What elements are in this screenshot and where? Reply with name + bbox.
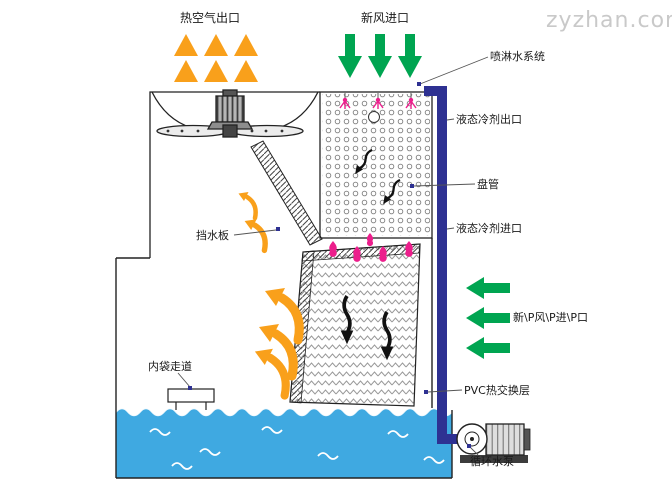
airflow-arrows bbox=[239, 192, 300, 396]
label-coil: 盘管 bbox=[477, 178, 499, 191]
label-fresh-air-inlet-side: 新\P风\P进\P口 bbox=[513, 311, 589, 324]
leader-dots bbox=[188, 82, 471, 448]
label-spray-water-system: 喷淋水系统 bbox=[490, 50, 545, 63]
water-baffle-plate bbox=[250, 140, 323, 246]
hot-air-arrows bbox=[174, 34, 258, 82]
up-arrow-icon bbox=[174, 34, 198, 56]
water-drop-icon bbox=[405, 240, 413, 257]
label-hot-air-outlet: 热空气出口 bbox=[179, 11, 241, 25]
fan-hub bbox=[222, 124, 238, 138]
fresh-air-side-arrows bbox=[466, 277, 510, 359]
curved-up-arrow-icon bbox=[239, 192, 256, 218]
tower-walls bbox=[115, 238, 453, 479]
up-arrow-icon bbox=[234, 60, 258, 82]
label-inner-walkway: 内袋走道 bbox=[148, 360, 192, 373]
left-arrow-icon bbox=[466, 277, 484, 299]
circulation-pipe bbox=[424, 86, 465, 444]
down-arrow-icon bbox=[398, 56, 422, 78]
fan-motor bbox=[215, 95, 245, 123]
sprinkler-icon bbox=[372, 93, 384, 109]
up-arrow-icon bbox=[174, 60, 198, 82]
pump-endcap bbox=[523, 428, 531, 451]
water-ripples bbox=[149, 426, 445, 470]
water-basin bbox=[116, 408, 452, 478]
heat-exchange-fill bbox=[289, 243, 421, 407]
sprinkler-icon bbox=[339, 93, 351, 109]
label-liquid-refrigerant-outlet: 液态冷剂出口 bbox=[456, 113, 522, 126]
label-liquid-refrigerant-inlet: 液态冷剂进口 bbox=[456, 222, 522, 235]
label-water-baffle: 挡水板 bbox=[196, 229, 229, 242]
circulating-pump bbox=[456, 423, 531, 463]
up-arrow-icon bbox=[204, 60, 228, 82]
label-pvc-heat-exchange-layer: PVC热交换层 bbox=[464, 384, 530, 397]
water-crest-line bbox=[115, 407, 453, 417]
up-arrow-icon bbox=[204, 34, 228, 56]
coil-section bbox=[319, 91, 433, 239]
label-fresh-air-inlet-top: 新风进口 bbox=[360, 11, 410, 25]
sprinkler-icon bbox=[405, 93, 417, 109]
curved-up-arrow-icon bbox=[245, 219, 266, 250]
down-arrow-icon bbox=[368, 56, 392, 78]
leader-lines bbox=[177, 56, 489, 456]
fresh-air-down-arrows bbox=[338, 34, 422, 78]
left-arrow-icon bbox=[466, 307, 484, 329]
label-circulating-water-pump: 循环水泵 bbox=[470, 455, 514, 468]
left-arrow-icon bbox=[466, 337, 484, 359]
curved-up-arrow-icon bbox=[255, 349, 286, 396]
watermark: zyzhan.com bbox=[546, 8, 672, 33]
motor-cap bbox=[222, 89, 238, 97]
down-arrow-icon bbox=[338, 56, 362, 78]
pump-base bbox=[460, 455, 528, 463]
fan-bolts bbox=[166, 129, 284, 133]
pump-motor bbox=[485, 423, 525, 456]
water-drop-icon bbox=[329, 240, 337, 257]
fan-assembly bbox=[149, 89, 320, 258]
walkway-platform bbox=[167, 388, 215, 410]
up-arrow-icon bbox=[234, 34, 258, 56]
spray-nozzles bbox=[339, 93, 417, 109]
coil-sensor bbox=[368, 111, 380, 123]
